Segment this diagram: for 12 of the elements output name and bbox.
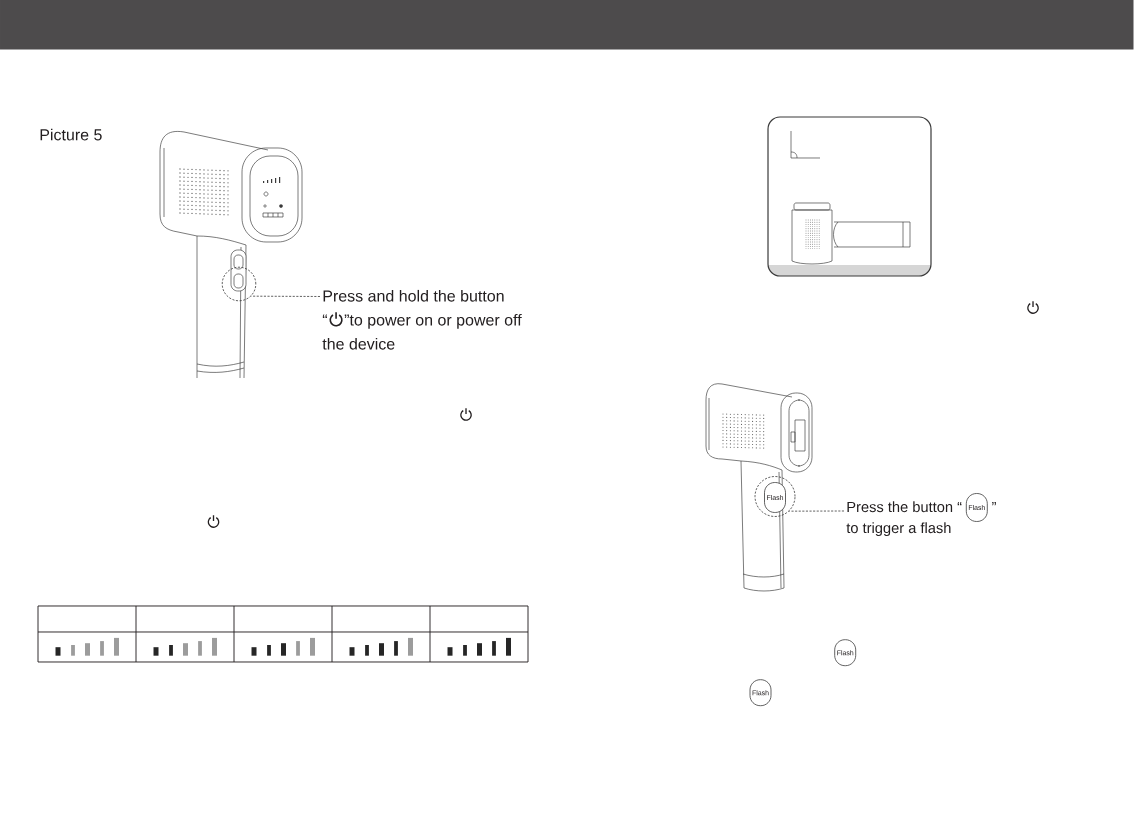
- callout-text: ”to power on or power off: [344, 313, 522, 329]
- callout-text: Press the button “: [847, 501, 962, 513]
- highlight-circle: [754, 476, 796, 517]
- figure-label: Picture 5: [40, 128, 102, 141]
- callout-text: to trigger a flash: [846, 522, 951, 537]
- leader-line: [250, 295, 321, 297]
- callout-text: the device: [322, 337, 395, 350]
- callout-text: ”: [992, 501, 996, 506]
- callout-text: “: [322, 314, 327, 319]
- callout-text: Press and hold the button: [323, 289, 504, 302]
- leader-line: [788, 510, 845, 512]
- highlight-circle: [221, 266, 257, 302]
